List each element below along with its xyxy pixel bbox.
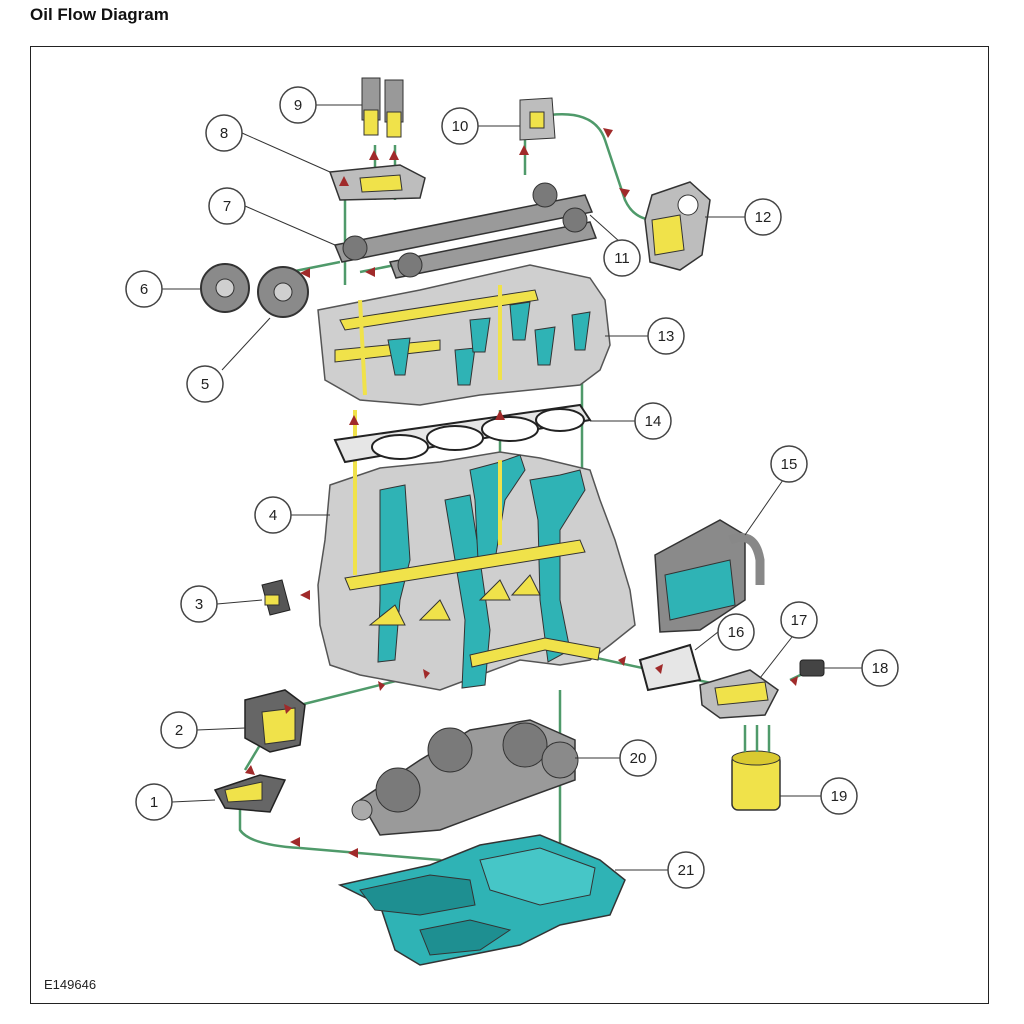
callout-label: 10: [452, 118, 469, 135]
callout-label: 3: [195, 596, 203, 613]
callout-label: 5: [201, 376, 209, 393]
callout-11: 11: [603, 239, 641, 277]
callout-17: 17: [780, 601, 818, 639]
callout-label: 16: [728, 624, 745, 641]
callout-label: 9: [294, 97, 302, 114]
solenoid-housing: [328, 164, 426, 201]
oil-control-solenoids: [361, 77, 404, 138]
callout-label: 15: [781, 456, 798, 473]
callout-21: 21: [667, 851, 705, 889]
callout-8: 8: [205, 114, 243, 152]
head-gasket: [333, 403, 592, 464]
callout-label: 6: [140, 281, 148, 298]
callout-10: 10: [441, 107, 479, 145]
oil-cooler-housing: [654, 519, 765, 633]
callout-label: 4: [269, 507, 277, 524]
vct-units: [200, 263, 309, 318]
oil-pan: [337, 834, 626, 966]
callout-15: 15: [770, 445, 808, 483]
crankshaft: [351, 719, 579, 836]
callout-18: 18: [861, 649, 899, 687]
callout-1: 1: [135, 783, 173, 821]
camshafts: [333, 182, 598, 279]
callout-5: 5: [186, 365, 224, 403]
cylinder-head: [317, 264, 611, 406]
oil-pump: [244, 689, 306, 753]
filter-gasket: [638, 643, 702, 692]
callout-13: 13: [647, 317, 685, 355]
page-title: Oil Flow Diagram: [30, 5, 169, 24]
callout-label: 17: [791, 612, 808, 629]
callout-4: 4: [254, 496, 292, 534]
oil-filter: [731, 725, 781, 811]
callout-label: 13: [658, 328, 675, 345]
callout-9: 9: [279, 86, 317, 124]
engine-block: [317, 410, 636, 691]
callout-label: 11: [614, 250, 630, 267]
callout-16: 16: [717, 613, 755, 651]
callout-2: 2: [160, 711, 198, 749]
callout-label: 18: [872, 660, 889, 677]
callout-20: 20: [619, 739, 657, 777]
flow-arrows: [245, 128, 798, 858]
callout-7: 7: [208, 187, 246, 225]
callout-3: 3: [180, 585, 218, 623]
callout-6: 6: [125, 270, 163, 308]
turbocharger: [644, 181, 711, 271]
turbo-oil-feed: [519, 97, 556, 141]
filter-adapter: [699, 669, 779, 719]
callout-label: 8: [220, 125, 228, 142]
callout-19: 19: [820, 777, 858, 815]
callout-14: 14: [634, 402, 672, 440]
leader-lines: [162, 104, 862, 871]
oil-pressure-sensor: [799, 659, 825, 677]
callout-label: 7: [223, 198, 231, 215]
figure-id: E149646: [44, 977, 97, 992]
callout-label: 2: [175, 722, 183, 739]
callout-label: 19: [831, 788, 848, 805]
callout-label: 12: [755, 209, 772, 226]
callout-label: 1: [150, 794, 158, 811]
callout-label: 20: [630, 750, 647, 767]
callout-label: 14: [645, 413, 662, 430]
callout-12: 12: [744, 198, 782, 236]
callout-label: 21: [678, 862, 695, 879]
oil-pickup: [213, 774, 287, 813]
chain-tensioner: [261, 579, 291, 616]
